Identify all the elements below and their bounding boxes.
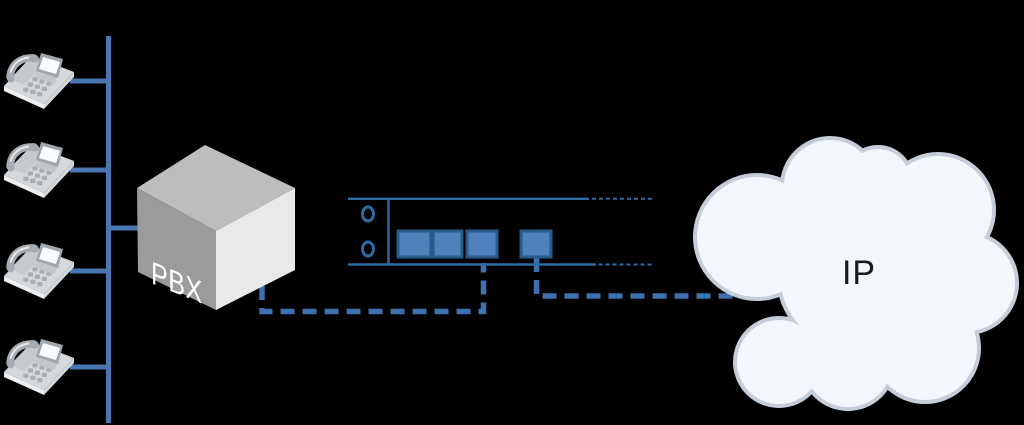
gateway-node <box>348 197 652 266</box>
round-port-icon <box>361 240 375 258</box>
desk-phone-icon <box>4 53 74 109</box>
pbx-cube-left-face <box>137 188 216 310</box>
link-gateway-cloud <box>533 258 739 299</box>
link-pbx-gateway <box>259 263 487 315</box>
round-port-icon <box>361 205 375 223</box>
square-port-icon <box>465 229 499 259</box>
pbx-cube-right-face <box>216 188 295 310</box>
cloud-node: IP <box>693 136 1019 411</box>
square-port-icon <box>396 229 433 259</box>
square-port-icon <box>519 229 553 259</box>
phone-bus <box>70 36 140 423</box>
desk-phone-icon <box>4 243 74 299</box>
pbx-node: PBX <box>137 145 295 311</box>
square-port-icon <box>431 229 464 259</box>
cloud-label: IP <box>842 254 876 292</box>
desk-phone-icon <box>4 339 74 395</box>
cloud-fill <box>697 140 1015 407</box>
desk-phone-icon <box>4 142 74 198</box>
